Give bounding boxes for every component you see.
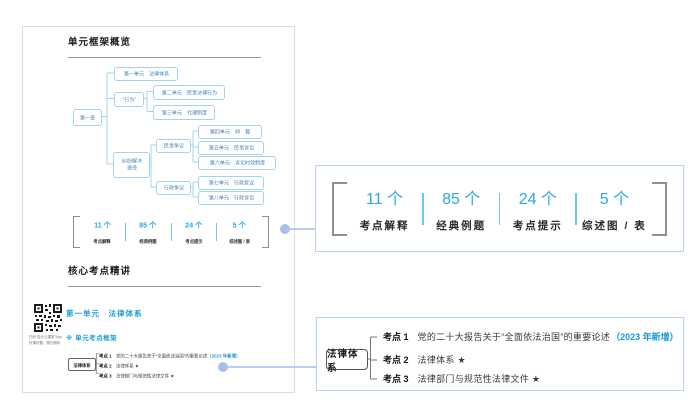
stats-row-small: 11 个 考点解释 85 个 经典例题 24 个 考点提示 5 个 综述图 / … [73,216,269,248]
stats-callout: 11 个 考点解释 85 个 经典例题 24 个 考点提示 5 个 综述图 / … [315,165,684,252]
kaodian-node-large: 法律体系 [326,349,368,374]
tree-node-unit7: 第七单元 行政复议 [198,176,264,190]
stat-divider [498,192,501,225]
core-section-title: 核心考点精讲 [68,266,132,277]
stat-item: 11 个 考点解释 [93,220,111,245]
kaodian-row-small: 考点 1 党的二十大报告关于“全面依法治国”的重要论述（2023 年新增） [99,354,241,359]
tree-node-chapter1: 第一章 [73,109,102,126]
stat-item: 5 个 综述图 / 表 [229,220,250,245]
stat-divider [575,192,577,225]
callout1-connector-line [285,228,316,230]
stat-divider [216,223,218,241]
stat-item: 24 个 考点提示 [512,190,563,232]
qr-caption-line1: 扫码“会计云课堂”App [29,335,62,340]
tree-node-unit8: 第八单元 行政诉讼 [198,191,264,205]
subsection-marker-icon: ※ [66,335,73,342]
kaodian-node-small: 法律体系 [68,358,96,371]
right-bracket [262,216,269,248]
stat-item: 5 个 综述图 / 表 [582,190,647,232]
callout2-connector-line [223,366,317,368]
stat-item: 24 个 考点提示 [185,220,203,245]
tree-node-admin-dispute: 行政争议 [156,181,191,195]
tree-node-unit4: 第四单元 仲 裁 [198,125,262,139]
unit1-heading: 第一单元 法律体系 [66,309,143,318]
qr-code [34,304,62,332]
kaodian-row-small: 考点 2 法律体系 ★ [99,364,139,369]
stat-item: 85 个 经典例题 [139,220,157,245]
callout1-connector-dot [280,224,290,234]
stat-divider [124,223,126,241]
stats-row-large: 11 个 考点解释 85 个 经典例题 24 个 考点提示 5 个 综述图 / … [332,181,667,236]
tree-node-unit1: 第一单元 法律体系 [114,67,178,81]
stat-divider [422,192,424,225]
overview-section-title: 单元框架概览 [68,37,132,48]
overview-title-rule [68,57,261,58]
tree-node-unit5: 第五单元 民事诉讼 [198,141,264,155]
kaodian-row-small: 考点 3 法律部门与规范性法律文件 ★ [99,374,175,379]
right-bracket [652,181,667,236]
core-title-rule [68,286,261,287]
unit-kaodian-subsection: ※ 单元考点框架 [66,335,118,342]
stat-item: 11 个 考点解释 [359,190,410,232]
qr-caption-line2: 好课好题，随扫随听 [29,341,61,346]
tree-node-behavior: “行为” [114,92,144,107]
book-page: 单元框架概览 第一章 第一单元 法律体系 “行为” 第二单元 民事法律行为 第三… [22,26,295,393]
callout2-connector-dot [218,362,228,372]
tree-node-unit2: 第二单元 民事法律行为 [153,85,225,100]
unit-tree-connectors [94,72,198,374]
stat-divider [170,223,172,241]
tree-node-civil-dispute: 民事争议 [156,139,191,153]
tree-node-unit6: 第六单元 诉讼时效制度 [198,156,276,170]
left-bracket [332,181,347,236]
tree-node-dispute-resolution: 纠纷解决 途径 [113,152,150,178]
left-bracket [73,216,80,248]
stat-item: 85 个 经典例题 [436,190,487,232]
tree-node-unit3: 第三单元 代理制度 [153,105,215,120]
